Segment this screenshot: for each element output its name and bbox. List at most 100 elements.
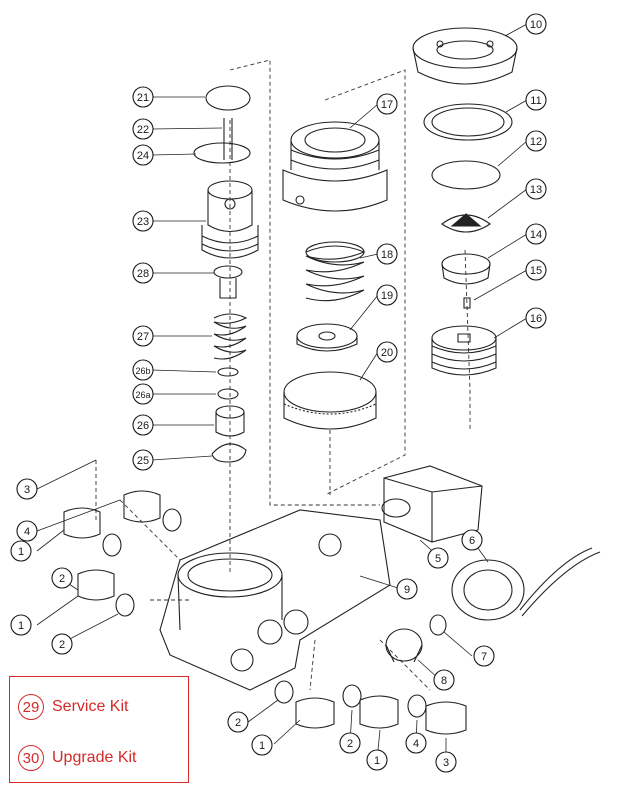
part-13-insert bbox=[441, 213, 491, 233]
callout-text: 3 bbox=[443, 757, 449, 769]
part-27-spring bbox=[213, 313, 248, 360]
callout-circle bbox=[16, 520, 38, 542]
callout-circle bbox=[339, 732, 361, 754]
part-12-disk bbox=[431, 160, 501, 190]
legend-number-badge: 29 bbox=[18, 694, 44, 720]
callout-6: 6 bbox=[461, 529, 483, 551]
callout-circle bbox=[132, 86, 154, 108]
part-19-seat bbox=[296, 323, 358, 352]
callout-text: 21 bbox=[137, 92, 149, 104]
callout-circle bbox=[132, 359, 154, 381]
plug-group-left bbox=[63, 490, 182, 617]
part-28-seat bbox=[213, 265, 243, 299]
callout-10: 10 bbox=[525, 13, 547, 35]
legend-label: Service Kit bbox=[52, 698, 129, 715]
callout-text: 1 bbox=[259, 740, 265, 752]
callout-text: 8 bbox=[441, 675, 447, 687]
part-10-cap bbox=[412, 27, 518, 85]
part-8-filter bbox=[385, 628, 423, 663]
callout-circle bbox=[10, 614, 32, 636]
callout-text: 26b bbox=[135, 366, 150, 376]
callout-3: 3 bbox=[435, 751, 457, 773]
callout-text: 1 bbox=[18, 546, 24, 558]
part-16-adjuster bbox=[431, 325, 497, 376]
callout-text: 1 bbox=[18, 620, 24, 632]
callout-text: 3 bbox=[24, 484, 30, 496]
part-18-spring bbox=[305, 241, 366, 302]
callout-17: 17 bbox=[376, 93, 398, 115]
part-6-dust-cap bbox=[451, 547, 601, 621]
callout-9: 9 bbox=[396, 578, 418, 600]
legend-row-service-kit: 29 Service Kit bbox=[18, 694, 128, 720]
callout-19: 19 bbox=[376, 284, 398, 306]
callout-3: 3 bbox=[16, 478, 38, 500]
part-20-piston bbox=[283, 371, 377, 430]
callout-text: 24 bbox=[137, 150, 149, 162]
callout-circle bbox=[132, 414, 154, 436]
part-21-cap bbox=[205, 85, 251, 111]
callout-circle bbox=[525, 89, 547, 111]
callout-text: 9 bbox=[404, 584, 410, 596]
callout-2: 2 bbox=[51, 567, 73, 589]
callout-28: 28 bbox=[132, 262, 154, 284]
callout-27: 27 bbox=[132, 325, 154, 347]
callout-circle bbox=[132, 262, 154, 284]
callout-26b: 26b bbox=[132, 359, 154, 381]
callout-text: 5 bbox=[435, 553, 441, 565]
callout-circle bbox=[51, 633, 73, 655]
callout-text: 26 bbox=[137, 420, 149, 432]
callout-5: 5 bbox=[427, 547, 449, 569]
callout-circle bbox=[461, 529, 483, 551]
callout-circle bbox=[376, 341, 398, 363]
callout-text: 15 bbox=[530, 265, 542, 277]
part-7-oring bbox=[429, 614, 447, 636]
callout-12: 12 bbox=[525, 130, 547, 152]
callout-text: 10 bbox=[530, 19, 542, 31]
callout-text: 13 bbox=[530, 184, 542, 196]
callout-text: 7 bbox=[481, 651, 487, 663]
callout-text: 19 bbox=[381, 290, 393, 302]
callout-text: 6 bbox=[469, 535, 475, 547]
callout-1: 1 bbox=[10, 614, 32, 636]
callout-circle bbox=[51, 567, 73, 589]
callout-13: 13 bbox=[525, 178, 547, 200]
callout-15: 15 bbox=[525, 259, 547, 281]
kit-legend: 29 Service Kit 30 Upgrade Kit bbox=[9, 676, 189, 783]
callout-circle bbox=[525, 13, 547, 35]
callout-circle bbox=[251, 734, 273, 756]
callout-circle bbox=[525, 130, 547, 152]
callout-text: 1 bbox=[374, 755, 380, 767]
callout-text: 2 bbox=[59, 573, 65, 585]
callout-2: 2 bbox=[339, 732, 361, 754]
legend-label: Upgrade Kit bbox=[52, 749, 137, 766]
callout-text: 2 bbox=[347, 738, 353, 750]
callout-circle bbox=[376, 284, 398, 306]
callout-circle bbox=[525, 178, 547, 200]
part-23-valve-body bbox=[201, 180, 259, 259]
part-15-screw bbox=[463, 297, 471, 309]
part-17-bonnet bbox=[282, 121, 388, 212]
callout-circle bbox=[227, 711, 249, 733]
callout-circle bbox=[525, 307, 547, 329]
callout-23: 23 bbox=[132, 210, 154, 232]
callout-circle bbox=[427, 547, 449, 569]
callout-text: 22 bbox=[137, 124, 149, 136]
callout-18: 18 bbox=[376, 243, 398, 265]
callout-circle bbox=[435, 751, 457, 773]
callout-circle bbox=[132, 383, 154, 405]
part-26b-oring bbox=[217, 367, 239, 377]
part-26-retainer bbox=[215, 405, 245, 437]
callout-text: 4 bbox=[24, 526, 30, 538]
callout-text: 25 bbox=[137, 455, 149, 467]
callout-text: 26a bbox=[135, 390, 150, 400]
callout-circle bbox=[525, 259, 547, 281]
callout-text: 23 bbox=[137, 216, 149, 228]
callout-text: 14 bbox=[530, 229, 542, 241]
assembly-guide-lines bbox=[95, 59, 471, 691]
callout-text: 2 bbox=[235, 717, 241, 729]
callout-circle bbox=[376, 93, 398, 115]
callout-26: 26 bbox=[132, 414, 154, 436]
part-26a-oring bbox=[217, 388, 239, 400]
callout-16: 16 bbox=[525, 307, 547, 329]
